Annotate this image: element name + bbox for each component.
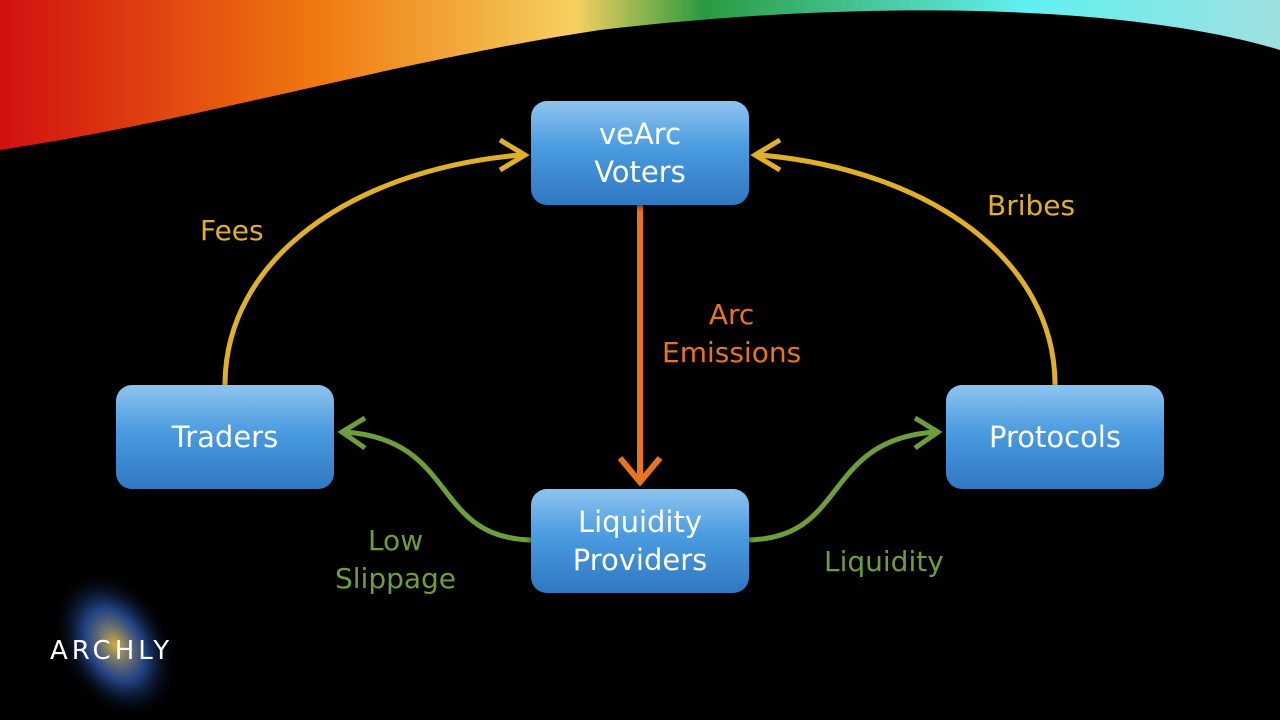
node-liquidity-providers: Liquidity Providers: [531, 489, 749, 593]
label-fees: Fees: [200, 214, 264, 247]
label-arc-emissions: Arc Emissions: [662, 298, 802, 369]
label-liquidity: Liquidity: [824, 545, 944, 578]
node-protocols: Protocols: [946, 385, 1164, 489]
label-bribes: Bribes: [987, 189, 1076, 222]
node-traders: Traders: [116, 385, 334, 489]
label-low-slippage: Low Slippage: [335, 524, 457, 595]
node-vearc-voters: veArc Voters: [531, 101, 749, 205]
archly-logo: ARCHLY: [50, 636, 174, 666]
